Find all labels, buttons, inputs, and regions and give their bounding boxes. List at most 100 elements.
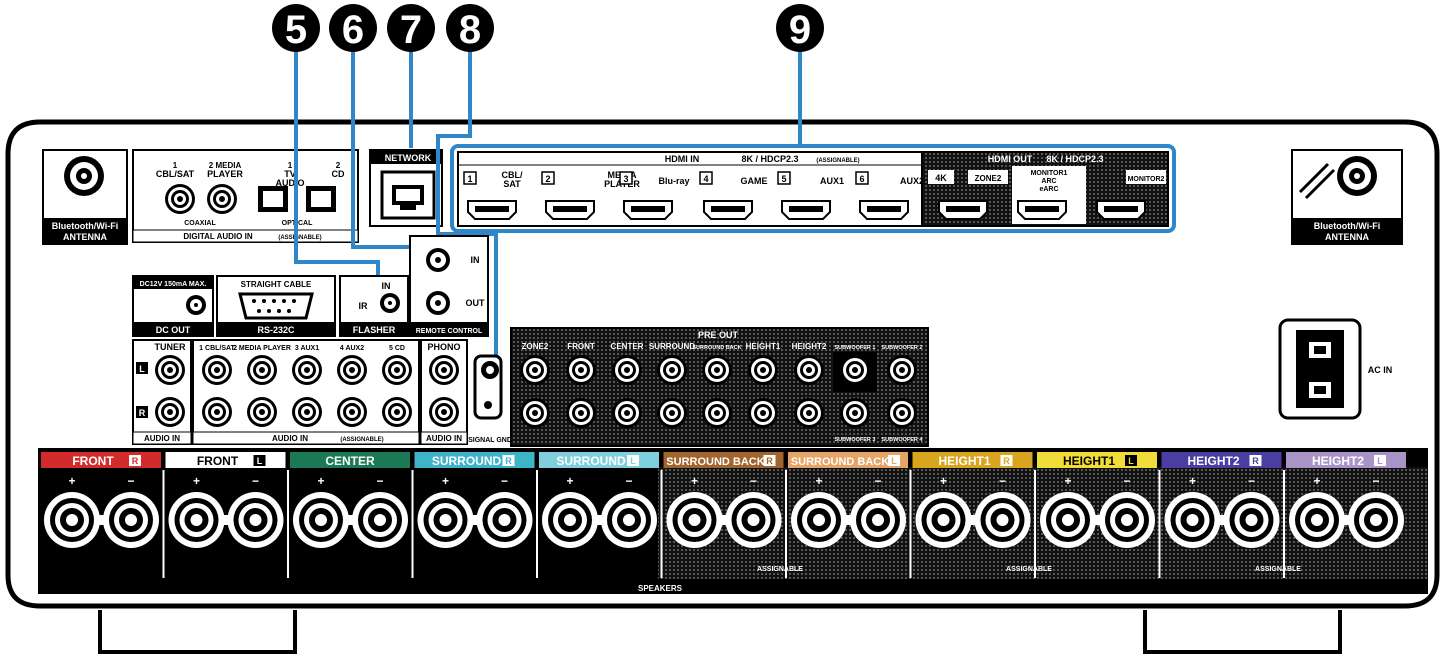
optical-in2-num: 2 [336, 161, 341, 170]
speaker-terminal-negative[interactable] [725, 492, 782, 548]
dc-out-jack[interactable] [186, 295, 206, 315]
tuner-label: TUNER [155, 342, 186, 352]
speaker-terminal-negative[interactable] [974, 492, 1031, 548]
speaker-terminal-negative[interactable] [850, 492, 906, 548]
pre-out-jack[interactable] [840, 398, 870, 428]
speaker-terminal-negative[interactable] [103, 492, 159, 548]
speaker-terminal-positive[interactable] [1040, 492, 1096, 548]
hdmi-in-connector[interactable] [467, 200, 517, 220]
audio-in-l-jack[interactable] [382, 355, 412, 385]
hdmi-in-connector[interactable] [545, 200, 595, 220]
speaker-terminal-negative[interactable] [1348, 492, 1404, 548]
speaker-terminal-positive[interactable] [293, 492, 349, 548]
hdmi-out-4k-port[interactable] [938, 200, 988, 220]
tuner-section: TUNER L R AUDIO IN [132, 339, 192, 445]
speaker-terminal-negative[interactable] [1223, 492, 1280, 548]
rs232c-port[interactable] [238, 292, 314, 320]
speaker-terminal-negative[interactable] [476, 492, 533, 548]
tuner-l-jack[interactable] [155, 355, 185, 385]
pre-out-jack[interactable] [794, 355, 824, 385]
pre-out-jack[interactable] [657, 398, 687, 428]
pre-out-jack[interactable] [566, 398, 596, 428]
speaker-terminal-positive[interactable] [1164, 492, 1221, 548]
speaker-terminal-positive[interactable] [417, 492, 474, 548]
hdmi-out-monitor1-port[interactable] [1017, 200, 1067, 220]
plus-sign: + [317, 474, 324, 488]
callout-number: 7 [400, 8, 422, 52]
speaker-terminal-negative[interactable] [1099, 492, 1155, 548]
dc-out-spec: DC12V 150mA MAX. [140, 281, 207, 288]
hdmi-out-monitor2-port[interactable] [1096, 200, 1146, 220]
speaker-terminal-negative[interactable] [227, 492, 284, 548]
plus-sign: + [193, 474, 200, 488]
audio-in-l-jack[interactable] [337, 355, 367, 385]
lan-port[interactable] [380, 170, 436, 220]
audio-in-l-jack[interactable] [247, 355, 277, 385]
remote-out-jack[interactable] [426, 291, 450, 315]
ac-inlet[interactable] [1296, 330, 1344, 408]
speaker-terminal-positive[interactable] [168, 492, 225, 548]
phono-r-jack[interactable] [429, 397, 459, 427]
speaker-terminal-positive[interactable] [1289, 492, 1345, 548]
speaker-terminal-positive[interactable] [44, 492, 100, 548]
pre-out-jack[interactable] [520, 398, 550, 428]
hdmi-in-connector[interactable] [859, 200, 909, 220]
pre-out-jack[interactable] [612, 398, 642, 428]
speaker-terminal-positive[interactable] [542, 492, 598, 548]
audio-in-r-jack[interactable] [292, 397, 322, 427]
antenna-left[interactable]: Bluetooth/Wi-Fi ANTENNA [42, 149, 128, 245]
audio-in-pair: 4 AUX2 [337, 345, 367, 427]
speaker-terminal-positive[interactable] [666, 492, 723, 548]
audio-in-l-jack[interactable] [292, 355, 322, 385]
audio-in-l-jack[interactable] [202, 355, 232, 385]
antenna-right[interactable]: Bluetooth/Wi-Fi ANTENNA [1291, 149, 1403, 245]
remote-in-jack[interactable] [426, 248, 450, 272]
audio-in-r-jack[interactable] [247, 397, 277, 427]
pre-out-jack[interactable] [657, 355, 687, 385]
speaker-terminal-negative[interactable] [352, 492, 408, 548]
pre-out-jack[interactable] [887, 398, 917, 428]
coaxial-jack-1[interactable] [165, 184, 195, 214]
hdmi-in-connector[interactable] [703, 200, 753, 220]
speaker-terminal-positive[interactable] [791, 492, 847, 548]
signal-gnd[interactable]: SIGNAL GND [468, 354, 512, 444]
optical-port-1[interactable] [258, 186, 288, 212]
pre-out-jack[interactable] [520, 355, 550, 385]
tuner-r-jack[interactable] [155, 397, 185, 427]
pre-out-jack[interactable] [566, 355, 596, 385]
optical-port-2[interactable] [306, 186, 336, 212]
foot-left [98, 610, 297, 654]
hdmi-out-monitor2-label: MONITOR2 [1128, 176, 1165, 183]
hdmi-in-port-number: 3 [623, 174, 628, 184]
pre-out-jack[interactable] [748, 355, 778, 385]
audio-in-r-jack[interactable] [382, 397, 412, 427]
speaker-terminal-positive[interactable] [915, 492, 972, 548]
hdmi-in-connector[interactable] [781, 200, 831, 220]
audio-in-r-jack[interactable] [202, 397, 232, 427]
flasher-label: FLASHER [353, 325, 396, 335]
pre-out-jack[interactable] [702, 398, 732, 428]
minus-sign: − [999, 474, 1006, 488]
audio-in-r-jack[interactable] [337, 397, 367, 427]
pre-out-jack[interactable] [887, 355, 917, 385]
pre-out-jack[interactable] [702, 355, 732, 385]
pre-out-jack[interactable] [840, 355, 870, 385]
pre-out-jack[interactable] [748, 398, 778, 428]
phono-l-jack[interactable] [429, 355, 459, 385]
pre-out-channel-label: HEIGHT2 [792, 342, 827, 351]
plus-sign: + [442, 474, 449, 488]
hdmi-in-connector[interactable] [623, 200, 673, 220]
pre-out-jack[interactable] [794, 398, 824, 428]
pre-out-channel-label: ZONE2 [522, 342, 549, 351]
speaker-terminal-negative[interactable] [601, 492, 657, 548]
coaxial-jack-2[interactable] [207, 184, 237, 214]
pre-out-jack[interactable] [612, 355, 642, 385]
flasher-jack[interactable] [380, 293, 400, 313]
hdmi-in-port-label: CBL/ [502, 170, 523, 180]
